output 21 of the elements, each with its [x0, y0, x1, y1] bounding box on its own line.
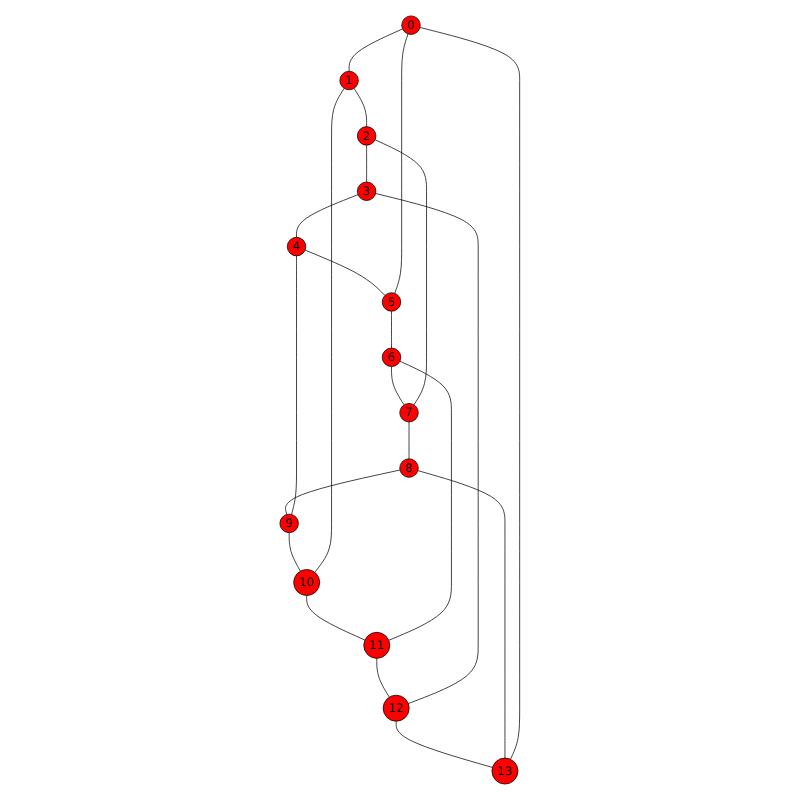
connector: [296, 194, 359, 238]
connector: [375, 193, 479, 704]
connector: [391, 366, 405, 406]
connector: [348, 28, 404, 72]
connector: [353, 88, 368, 127]
connector: [366, 144, 368, 183]
connector: [417, 470, 506, 759]
connector: [391, 310, 393, 349]
connector: [388, 360, 452, 641]
connector: [374, 139, 428, 406]
connector: [291, 255, 298, 515]
connector: [306, 595, 366, 641]
connector: [289, 532, 301, 572]
connector: [419, 27, 521, 760]
connector: [396, 720, 493, 768]
connector: [376, 658, 390, 698]
connector: [408, 421, 410, 460]
connector: [394, 33, 409, 294]
connector: [314, 88, 345, 573]
connector: [304, 249, 386, 296]
connector: [285, 469, 401, 515]
